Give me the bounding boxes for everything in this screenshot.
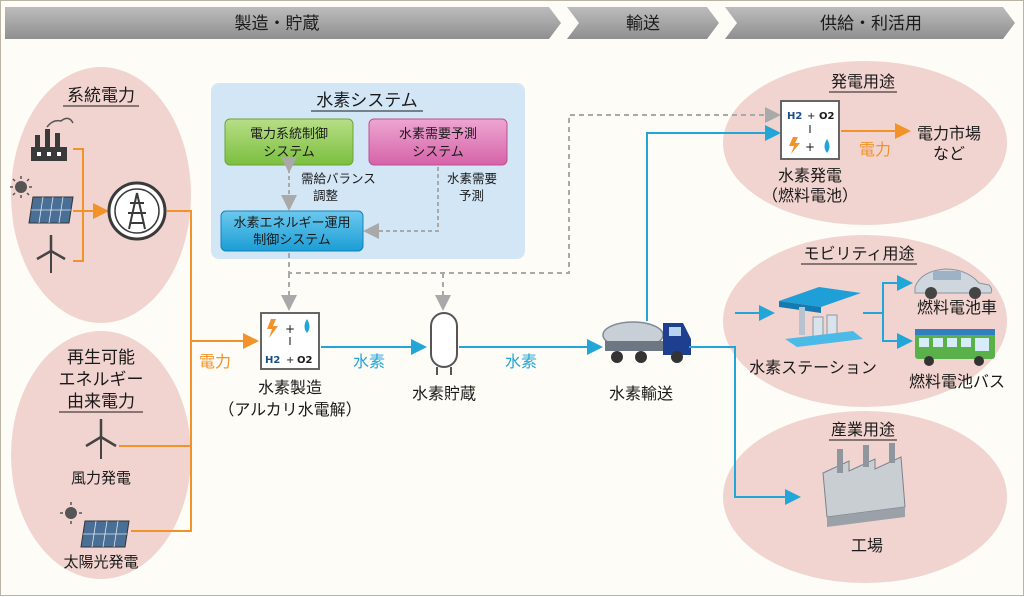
hydrogen-label-2: 水素 (505, 352, 537, 371)
electrolyzer-plus: + (285, 322, 295, 336)
storage-label: 水素貯蔵 (412, 384, 476, 403)
sun-icon-renewable (60, 502, 82, 524)
power-market-label-2: など (933, 144, 965, 163)
power-use-title: 発電用途 (831, 72, 895, 91)
storage-tank-icon (430, 312, 458, 375)
balance-label-1: 需給バランス (301, 171, 376, 186)
renewable-title-1: 再生可能 (67, 348, 135, 368)
hydrogen-label-1: 水素 (353, 352, 385, 371)
fuel-cell-icon: H2 + O2 + (780, 100, 840, 160)
station-label: 水素ステーション (749, 358, 877, 377)
fuel-cell-plus: + (807, 111, 815, 122)
grid-control-label-2: システム (263, 145, 315, 160)
forecast-arrow (363, 167, 439, 239)
power-generation-label-1: 水素発電 (778, 166, 842, 185)
mobility-use-title: モビリティ用途 (803, 244, 914, 263)
electricity-label-input: 電力 (199, 352, 231, 371)
grid-control-label-1: 電力系統制御 (250, 127, 328, 142)
fuel-cell-car-icon (914, 268, 993, 299)
renewable-title-2: エネルギー (59, 370, 144, 390)
balance-label-2: 調整 (313, 188, 339, 203)
solar-panel-icon-grid (28, 196, 74, 224)
grid-feed-line (73, 148, 84, 262)
stage-header: 製造・貯蔵 輸送 供給・利活用 (5, 7, 1015, 39)
tanker-truck-icon (602, 321, 691, 363)
header-band-manufacture (5, 7, 561, 39)
grid-power-title: 系統電力 (67, 86, 135, 106)
energy-control-label-1: 水素エネルギー運用 (233, 216, 350, 231)
electrolyzer-h2: H2 (265, 355, 280, 366)
fuel-cell-plus-2: + (805, 140, 815, 154)
demand-forecast-box (368, 118, 508, 166)
power-generation-label-2: （燃料電池） (762, 186, 858, 205)
fuel-cell-bus-icon (915, 329, 995, 366)
thermal-plant-icon (31, 117, 74, 161)
solar-power-label: 太陽光発電 (63, 553, 138, 571)
industry-use-title: 産業用途 (831, 420, 895, 439)
control-line-main (288, 107, 781, 274)
wind-power-label: 風力発電 (71, 469, 131, 487)
forecast-label-2: 予測 (459, 188, 484, 203)
transport-to-uses-line (689, 346, 801, 505)
power-output-label: 電力 (859, 140, 891, 159)
power-market-label-1: 電力市場 (917, 124, 981, 143)
energy-control-label-2: 制御システム (253, 233, 331, 248)
factory-icon (822, 443, 906, 527)
header-band-transport (567, 7, 719, 39)
header-label-transport: 輸送 (626, 14, 660, 34)
fuel-cell-o2: O2 (819, 111, 835, 122)
wind-turbine-icon-renewable (85, 419, 117, 459)
forecast-label-1: 水素需要 (447, 171, 497, 186)
demand-forecast-label-2: システム (412, 145, 464, 160)
header-label-manufacture: 製造・貯蔵 (235, 14, 320, 34)
renewable-title-3: 由来電力 (67, 392, 135, 412)
solar-to-production-line (131, 446, 192, 532)
transport-to-power-arrow (646, 125, 781, 321)
wind-turbine-icon-grid (36, 235, 66, 273)
electrolyzer-icon: + H2 + O2 (260, 312, 320, 370)
sun-icon-grid (10, 176, 32, 198)
fuel-cell-bus-label: 燃料電池バス (909, 372, 1005, 391)
station-to-bus-arrow (882, 313, 913, 349)
solar-panel-icon-renewable (80, 520, 130, 548)
substation-icon (107, 181, 167, 241)
hydrogen-system-title: 水素システム (316, 91, 418, 111)
electrolyzer-plus-2: + (286, 355, 294, 366)
header-label-supply: 供給・利活用 (820, 14, 922, 34)
fuel-cell-h2: H2 (787, 111, 802, 122)
factory-label: 工場 (851, 536, 883, 555)
demand-forecast-label-1: 水素需要予測 (399, 127, 477, 142)
station-to-car-arrow (882, 275, 913, 313)
grid-power-ellipse (11, 67, 191, 323)
header-band-supply (725, 7, 1015, 39)
fuel-cell-car-label: 燃料電池車 (917, 298, 997, 317)
production-label-2: （アルカリ水電解） (218, 400, 361, 419)
transport-label: 水素輸送 (609, 384, 673, 403)
electrolyzer-o2: O2 (297, 355, 313, 366)
production-label-1: 水素製造 (258, 378, 322, 397)
grid-to-production-line (167, 210, 192, 341)
hydrogen-station-icon (779, 287, 863, 347)
